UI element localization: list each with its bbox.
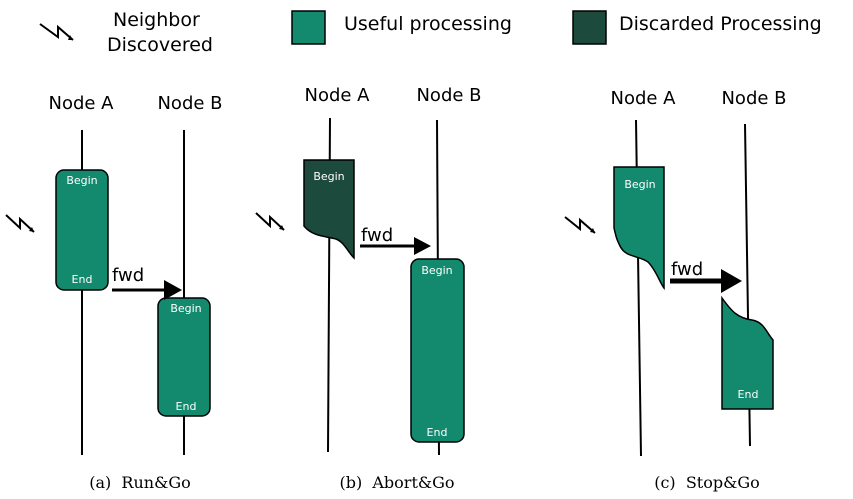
fwd-label: fwd [671, 259, 703, 280]
node-a-label: Node A [610, 88, 676, 109]
begin-label: Begin [66, 174, 97, 187]
legend: Neighbor Discovered Useful processing Di… [39, 9, 822, 56]
panel-stop-and-go: Node A Node B Begin End fwd (c) Stop&Go [564, 88, 787, 492]
node-a-discarded-block [303, 159, 355, 260]
end-label: End [738, 388, 759, 401]
useful-processing-swatch [291, 10, 326, 45]
begin-label: Begin [313, 170, 344, 183]
node-a-processing-block [55, 169, 109, 291]
lightning-bolt-icon [39, 23, 74, 41]
node-a-processing-block [613, 166, 665, 291]
node-b-processing-block [157, 297, 211, 417]
legend-discarded-label: Discarded Processing [619, 13, 822, 35]
fwd-label: fwd [361, 225, 393, 246]
panel-caption: (c) Stop&Go [654, 473, 760, 492]
begin-label: Begin [624, 178, 655, 191]
node-a-label: Node A [304, 85, 370, 106]
lightning-bolt-icon [5, 214, 35, 233]
end-label: End [176, 400, 197, 413]
end-label: End [72, 273, 93, 286]
node-b-label: Node B [721, 88, 786, 109]
node-b-processing-block [721, 295, 774, 410]
fwd-label: fwd [112, 265, 144, 286]
panel-abort-and-go: Node A Node B Begin Begin End fwd (b) Ab… [255, 85, 482, 492]
begin-label: Begin [170, 302, 201, 315]
panel-run-and-go: Node A Node B Begin End Begin End fwd (a… [5, 93, 223, 492]
panel-caption: (a) Run&Go [89, 473, 191, 492]
legend-neighbor-line2: Discovered [107, 34, 213, 56]
node-b-processing-block [410, 258, 465, 443]
legend-useful-label: Useful processing [344, 13, 512, 35]
lightning-bolt-icon [255, 212, 285, 231]
begin-label: Begin [421, 264, 452, 277]
node-b-label: Node B [416, 85, 481, 106]
discarded-processing-swatch [572, 10, 607, 45]
lightning-bolt-icon [564, 216, 596, 234]
end-label: End [427, 426, 448, 439]
node-b-label: Node B [157, 93, 222, 114]
legend-neighbor-line1: Neighbor [113, 9, 200, 31]
panel-caption: (b) Abort&Go [339, 473, 454, 492]
node-a-label: Node A [48, 93, 114, 114]
